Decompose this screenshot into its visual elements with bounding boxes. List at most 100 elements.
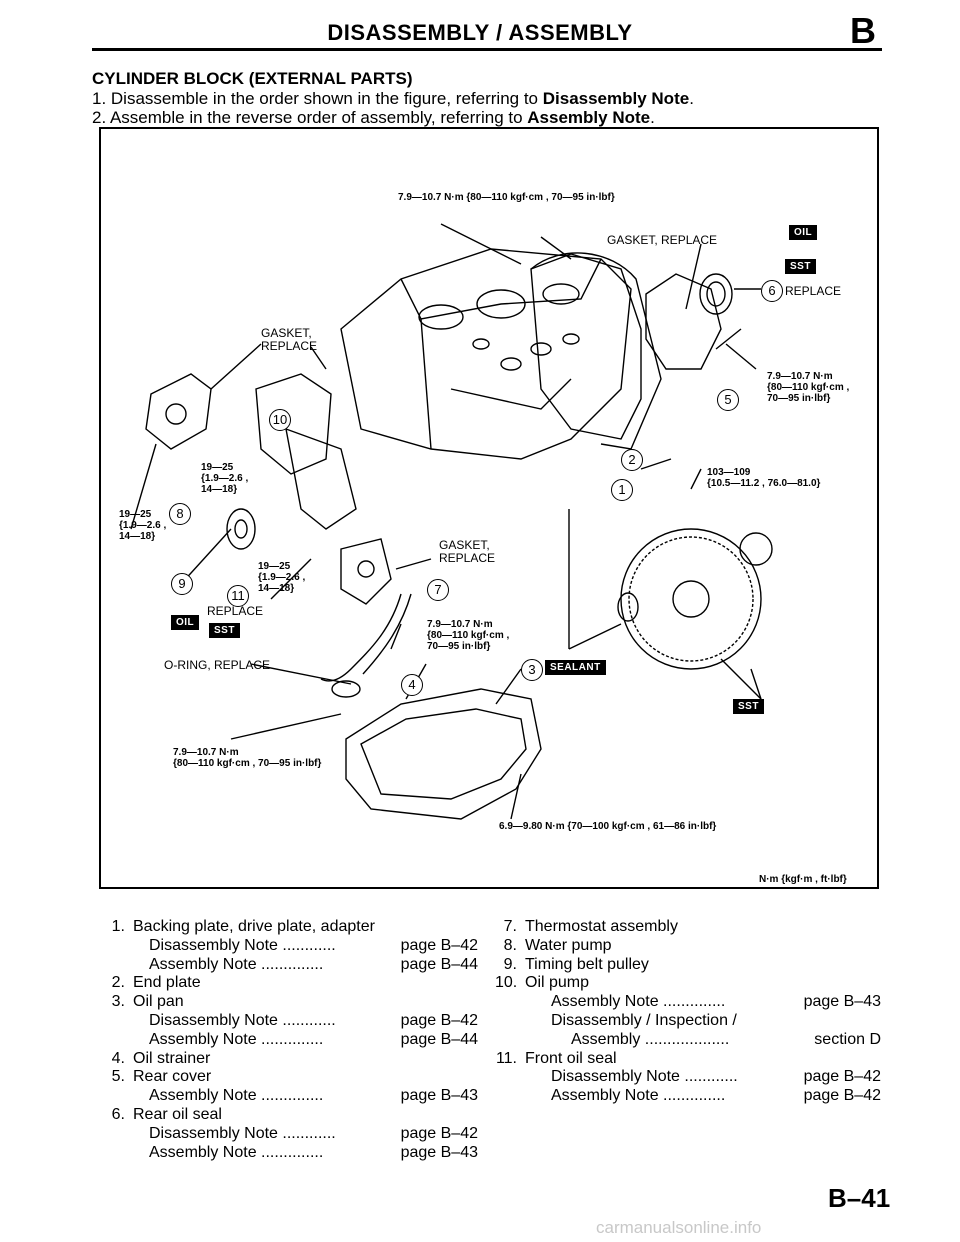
label-line: {1.9—2.6 , bbox=[201, 473, 249, 484]
legend-number: 7. bbox=[503, 918, 517, 935]
legend-subtext: Disassembly Note ............ bbox=[551, 1068, 738, 1086]
label-line: 19—25 bbox=[201, 462, 234, 473]
label-line: 7.9—10.7 N·m bbox=[427, 619, 493, 630]
instruction-2: 2. Assemble in the reverse order of asse… bbox=[92, 108, 655, 128]
instruction-text: 1. Disassemble in the order shown in the… bbox=[92, 89, 543, 108]
callout-3: 3 bbox=[521, 659, 543, 681]
legend-number: 3. bbox=[111, 993, 125, 1011]
callout-2: 2 bbox=[621, 449, 643, 471]
label-line: 14—18} bbox=[258, 583, 295, 594]
legend-text: Oil strainer bbox=[133, 1049, 211, 1067]
callout-11: 11 bbox=[227, 585, 249, 607]
legend-subtext: Disassembly Note ............ bbox=[149, 1012, 336, 1029]
legend-subtext: Assembly Note .............. bbox=[149, 955, 324, 973]
callout-5: 5 bbox=[717, 389, 739, 411]
instruction-bold: Disassembly Note bbox=[542, 89, 690, 108]
label-line: {1.9—2.6 , bbox=[119, 520, 167, 531]
callout-1: 1 bbox=[611, 479, 633, 501]
exploded-view-figure: 7.9—10.7 N·m {80—110 kgf·cm , 70—95 in·l… bbox=[99, 127, 879, 889]
callout-10: 10 bbox=[269, 409, 291, 431]
page-header-title: DISASSEMBLY / ASSEMBLY bbox=[327, 20, 633, 45]
label-line: REPLACE bbox=[439, 551, 496, 565]
oil-icon-left: OIL bbox=[171, 615, 200, 630]
label-line: 7.9—10.7 N·m bbox=[767, 371, 833, 382]
instruction-text: . bbox=[689, 89, 694, 108]
label-line: REPLACE bbox=[261, 339, 318, 353]
torque-label-bottom: 6.9—9.80 N·m {70—100 kgf·cm , 61—86 in·l… bbox=[499, 821, 717, 832]
legend-number: 6. bbox=[111, 1106, 125, 1123]
legend-subtext: Disassembly Note ............ bbox=[149, 1124, 336, 1142]
legend-text: Backing plate, drive plate, adapter bbox=[133, 918, 375, 935]
legend-page-ref: page B–44 bbox=[400, 1030, 478, 1048]
torque-label-left-b: 19—25 {1.9—2.6 , 14—18} bbox=[119, 509, 166, 542]
legend-page-ref: section D bbox=[814, 1030, 881, 1048]
legend-text: Oil pump bbox=[525, 974, 590, 992]
label-line: {80—110 kgf·cm , bbox=[427, 630, 510, 641]
label-line: {80—110 kgf·cm , 70—95 in·lbf} bbox=[173, 758, 322, 769]
gasket-replace-label-mid: GASKET, REPLACE bbox=[439, 539, 495, 565]
legend-text: End plate bbox=[133, 974, 201, 992]
legend-subtext: Assembly Note .............. bbox=[551, 993, 726, 1011]
exploded-view-drawing bbox=[130, 223, 773, 820]
torque-label-right: 7.9—10.7 N·m {80—110 kgf·cm , 70—95 in·l… bbox=[767, 371, 849, 404]
label-line: GASKET, bbox=[261, 326, 312, 340]
header-rule bbox=[92, 48, 882, 51]
gasket-replace-label-left: GASKET, REPLACE bbox=[261, 327, 317, 353]
oring-replace-label: O-RING, REPLACE bbox=[164, 658, 271, 672]
legend-page-ref: page B–43 bbox=[803, 993, 881, 1011]
units-note: N·m {kgf·m , ft·lbf} bbox=[759, 874, 847, 885]
callout-6: 6 bbox=[761, 280, 783, 302]
legend-subtext: Assembly Note .............. bbox=[551, 1087, 726, 1105]
watermark: carmanualsonline.info bbox=[596, 1218, 762, 1237]
legend-subtext: Disassembly Note ............ bbox=[149, 936, 336, 954]
instruction-text: 2. Assemble in the reverse order of asse… bbox=[92, 108, 528, 127]
callout-4: 4 bbox=[401, 674, 423, 696]
page-number: B–41 bbox=[828, 1183, 891, 1213]
legend-number: 1. bbox=[111, 918, 125, 935]
legend-number: 11. bbox=[495, 1049, 517, 1067]
instruction-1: 1. Disassemble in the order shown in the… bbox=[92, 89, 694, 109]
replace-label-left: REPLACE bbox=[207, 604, 264, 618]
label-line: GASKET, bbox=[439, 538, 490, 552]
legend-number: 9. bbox=[503, 955, 517, 973]
legend-number: 10. bbox=[495, 974, 518, 992]
label-line: 103—109 bbox=[707, 467, 751, 478]
legend-page-ref: page B–42 bbox=[400, 936, 478, 954]
legend-number: 4. bbox=[111, 1049, 125, 1067]
instruction-text: . bbox=[650, 108, 655, 127]
legend-subtext: Assembly Note .............. bbox=[149, 1143, 324, 1161]
legend-page-ref: page B–43 bbox=[400, 1143, 478, 1161]
label-line: {80—110 kgf·cm , bbox=[767, 382, 850, 393]
legend-text: Rear cover bbox=[133, 1068, 212, 1086]
legend-number: 5. bbox=[111, 1068, 125, 1086]
instruction-bold: Assembly Note bbox=[527, 108, 651, 127]
torque-label-mid: 7.9—10.7 N·m {80—110 kgf·cm , 70—95 in·l… bbox=[427, 619, 509, 652]
legend-page-ref: page B–44 bbox=[400, 955, 478, 973]
label-line: 19—25 bbox=[258, 561, 291, 572]
section-title: CYLINDER BLOCK (EXTERNAL PARTS) bbox=[92, 69, 413, 88]
oil-icon: OIL bbox=[789, 225, 818, 240]
torque-label-bottom-left: 7.9—10.7 N·m {80—110 kgf·cm , 70—95 in·l… bbox=[173, 747, 321, 769]
legend-page-ref: page B–42 bbox=[400, 1124, 478, 1142]
label-line: 14—18} bbox=[119, 531, 156, 542]
legend-text: Water pump bbox=[525, 936, 612, 954]
gasket-replace-label-top: GASKET, REPLACE bbox=[607, 233, 718, 247]
callout-8: 8 bbox=[169, 503, 191, 525]
legend-text: Front oil seal bbox=[525, 1049, 617, 1067]
legend-text: Timing belt pulley bbox=[525, 955, 649, 973]
replace-label-6: REPLACE bbox=[785, 284, 842, 298]
label-line: 7.9—10.7 N·m bbox=[173, 747, 239, 758]
callout-7: 7 bbox=[427, 579, 449, 601]
label-line: 19—25 bbox=[119, 509, 152, 520]
legend-page-ref: page B–42 bbox=[803, 1068, 881, 1086]
label-line: {1.9—2.6 , bbox=[258, 572, 306, 583]
legend-subtext: Disassembly / Inspection / bbox=[551, 1012, 737, 1029]
legend-text: Thermostat assembly bbox=[525, 918, 678, 935]
legend-subtext: Assembly ................... bbox=[571, 1030, 730, 1048]
sst-badge: SST bbox=[785, 259, 816, 274]
sst-badge-left: SST bbox=[209, 623, 240, 638]
legend-text: Rear oil seal bbox=[133, 1106, 222, 1123]
torque-label-top: 7.9—10.7 N·m {80—110 kgf·cm , 70—95 in·l… bbox=[398, 192, 615, 203]
